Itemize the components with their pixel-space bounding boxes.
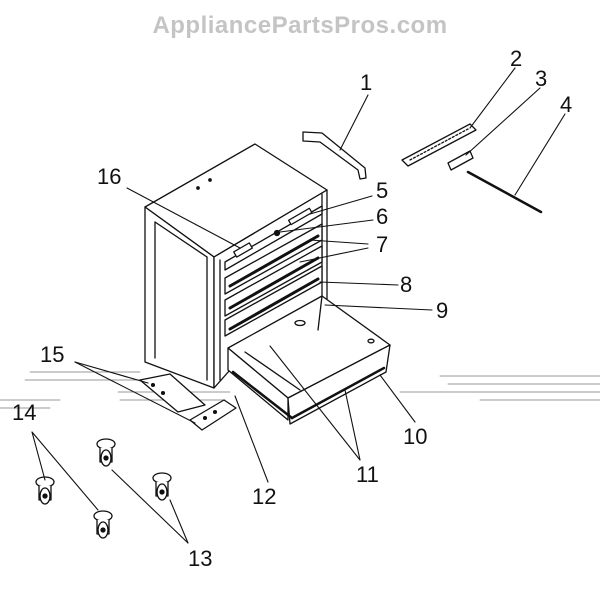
watermark: AppliancePartsPros.com — [152, 12, 448, 39]
callout-3: 3 — [535, 66, 547, 91]
callout-5: 5 — [376, 178, 388, 203]
open-drawer — [227, 295, 391, 425]
base-rails — [139, 373, 237, 431]
callout-13: 13 — [188, 546, 212, 571]
callout-labels: 1 2 3 4 5 6 7 8 9 10 11 12 13 14 15 16 — [12, 46, 572, 571]
callout-2: 2 — [510, 46, 522, 71]
callout-14: 14 — [12, 400, 36, 425]
callout-11: 11 — [356, 462, 379, 487]
callout-9: 9 — [436, 298, 448, 323]
callout-15: 15 — [40, 342, 64, 367]
part-1-bracket — [302, 131, 367, 180]
part-2-slide-rail — [401, 123, 477, 167]
part-3-clip — [447, 150, 474, 171]
callout-6: 6 — [376, 204, 388, 229]
callout-12: 12 — [252, 484, 276, 509]
callout-10: 10 — [403, 424, 427, 449]
callout-8: 8 — [400, 272, 412, 297]
part-4-rod — [466, 170, 543, 214]
drawer-fronts — [224, 205, 323, 337]
callout-7: 7 — [376, 232, 388, 257]
callout-16: 16 — [97, 164, 121, 189]
leader-lines — [31, 67, 566, 544]
caster-wheels — [35, 438, 172, 539]
callout-1: 1 — [360, 70, 372, 95]
callout-4: 4 — [560, 92, 572, 117]
